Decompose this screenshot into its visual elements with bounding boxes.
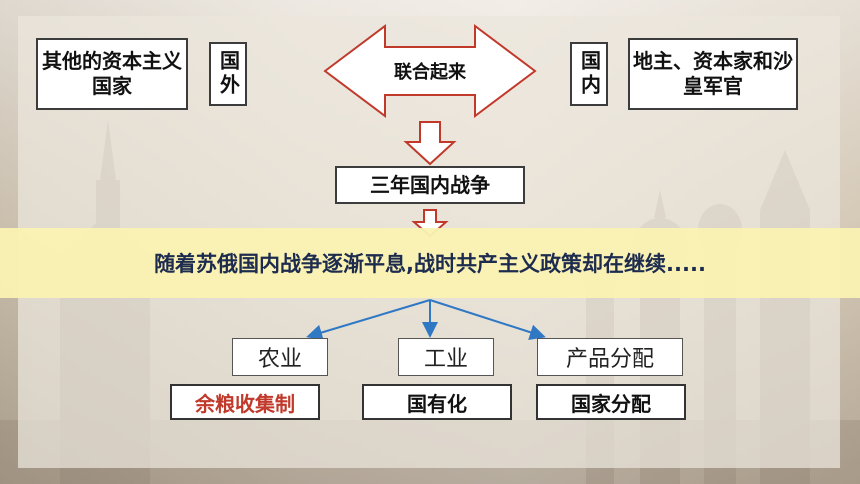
connector-to-distribution bbox=[429, 299, 546, 340]
domestic-tag: 国内 bbox=[570, 42, 608, 106]
policy-nationalization: 国有化 bbox=[362, 384, 512, 420]
summary-banner: 随着苏俄国内战争逐渐平息,战时共产主义政策却在继续..... bbox=[0, 228, 860, 298]
policy-state-distribution: 国家分配 bbox=[536, 384, 686, 420]
civil-war-box: 三年国内战争 bbox=[335, 166, 525, 204]
category-industry: 工业 bbox=[398, 338, 494, 376]
domestic-forces-box: 地主、资本家和沙皇军官 bbox=[628, 38, 798, 110]
domestic-tag-text: 国内 bbox=[577, 50, 602, 98]
foreign-forces-box: 其他的资本主义国家 bbox=[36, 38, 188, 110]
double-arrow-shape bbox=[323, 24, 537, 118]
down-arrow-to-war bbox=[403, 121, 457, 166]
foreign-tag-text: 国外 bbox=[216, 50, 241, 98]
policy-grain-requisition: 余粮收集制 bbox=[170, 384, 320, 420]
arrow-label: 联合起来 bbox=[394, 62, 466, 83]
category-agriculture: 农业 bbox=[232, 338, 328, 376]
foreign-tag: 国外 bbox=[209, 42, 247, 106]
category-distribution: 产品分配 bbox=[537, 338, 683, 376]
connector-to-agriculture bbox=[306, 299, 431, 341]
